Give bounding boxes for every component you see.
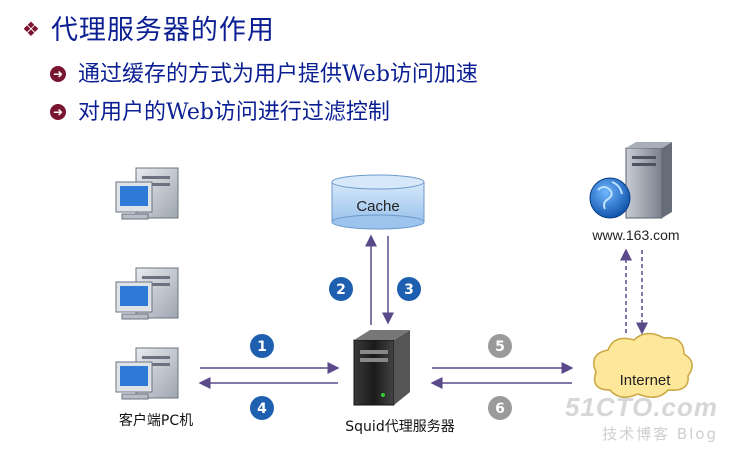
watermark-site: 51CTO.com xyxy=(564,392,718,422)
globe-icon xyxy=(589,177,631,219)
step-number: 2 xyxy=(336,282,346,298)
cache-label: Cache xyxy=(356,198,399,215)
step-badge-5: 5 xyxy=(488,334,512,358)
bullet-item-1: ➜ 通过缓存的方式为用户提供Web访问加速 xyxy=(50,56,478,88)
web-server-icon xyxy=(625,142,672,219)
diamond-bullet-icon: ❖ xyxy=(22,17,41,41)
client-label: 客户端PC机 xyxy=(119,412,193,429)
step-badge-6: 6 xyxy=(488,396,512,420)
pc-icon xyxy=(115,267,179,320)
step-number: 5 xyxy=(495,339,505,355)
website-label: www.163.com xyxy=(591,227,679,243)
page-title: ❖ 代理服务器的作用 xyxy=(22,8,275,47)
step-badge-3: 3 xyxy=(397,277,421,301)
arrow-bullet-icon: ➜ xyxy=(50,66,66,82)
page-title-text: 代理服务器的作用 xyxy=(50,15,275,46)
step-number: 1 xyxy=(257,339,267,355)
step-badge-4: 4 xyxy=(250,396,274,420)
step-badge-2: 2 xyxy=(329,277,353,301)
step-number: 3 xyxy=(404,282,414,298)
server-icon xyxy=(353,330,410,406)
bullet-item-2: ➜ 对用户的Web访问进行过滤控制 xyxy=(50,94,390,126)
step-number: 4 xyxy=(257,401,267,417)
step-badge-1: 1 xyxy=(250,334,274,358)
bullet-item-2-text: 对用户的Web访问进行过滤控制 xyxy=(78,100,390,125)
watermark-tagline: 技术博客 Blog xyxy=(602,425,718,443)
cache-cylinder xyxy=(331,174,425,230)
cloud-icon xyxy=(593,332,693,398)
arrow-bullet-icon: ➜ xyxy=(50,104,66,120)
bullet-item-1-text: 通过缓存的方式为用户提供Web访问加速 xyxy=(78,62,478,87)
pc-icon xyxy=(115,347,179,400)
internet-label: Internet xyxy=(620,372,672,389)
pc-icon xyxy=(115,167,179,220)
watermark: 51CTO.com 技术博客 Blog xyxy=(565,392,718,444)
step-number: 6 xyxy=(495,401,505,417)
proxy-label: Squid代理服务器 xyxy=(345,419,454,435)
